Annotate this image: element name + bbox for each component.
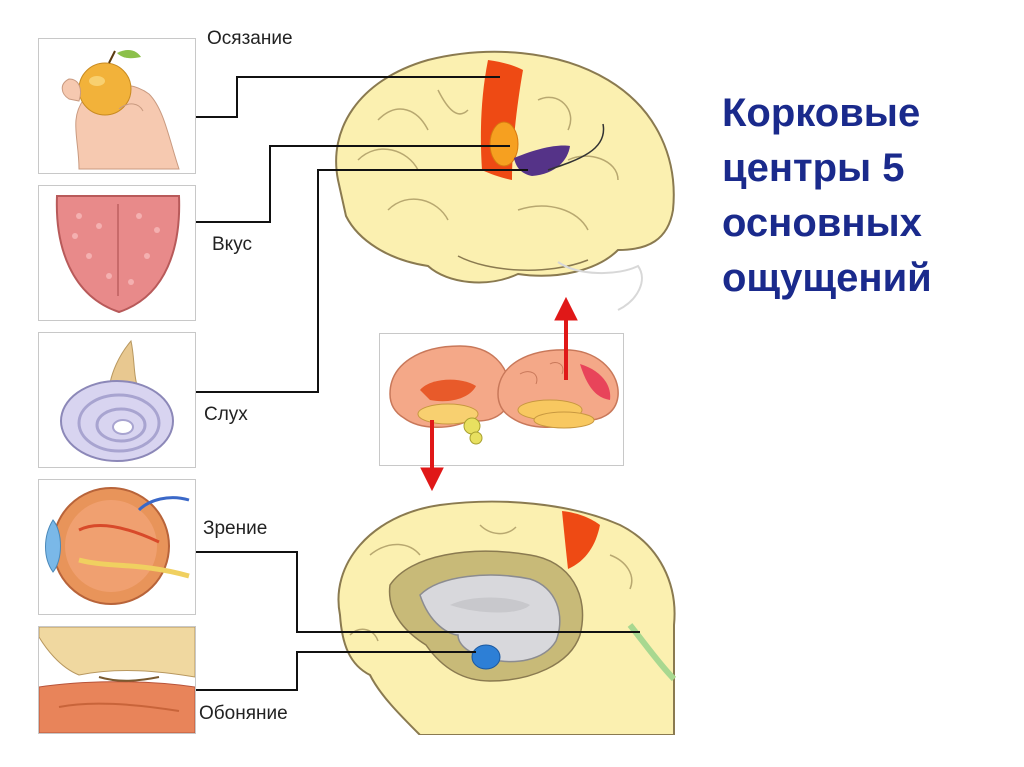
label-smell: Обоняние (199, 703, 288, 724)
label-taste: Вкус (212, 234, 252, 255)
brain-split-views (389, 345, 619, 445)
cochlea-icon (39, 333, 195, 467)
slide-title: Корковые центры 5 основных ощущений (722, 86, 1012, 306)
label-hearing: Слух (204, 404, 248, 425)
hearing-image (38, 332, 196, 468)
touch-image (38, 38, 196, 174)
label-touch: Осязание (207, 28, 293, 49)
taste-image (38, 185, 196, 321)
tongue-icon (39, 186, 195, 320)
label-vision: Зрение (203, 518, 268, 539)
vision-image (38, 479, 196, 615)
smell-image (38, 626, 196, 734)
brain-lateral-view (335, 50, 675, 311)
title-line-3: основных (722, 201, 922, 245)
title-line-2: центры 5 (722, 146, 905, 190)
eye-icon (39, 480, 195, 614)
title-line-4: ощущений (722, 256, 932, 300)
hand-apple-icon (39, 39, 195, 173)
title-line-1: Корковые (722, 91, 921, 135)
nose-icon (39, 627, 195, 733)
brain-medial-view (337, 500, 677, 735)
brain-inset-box (379, 333, 624, 466)
